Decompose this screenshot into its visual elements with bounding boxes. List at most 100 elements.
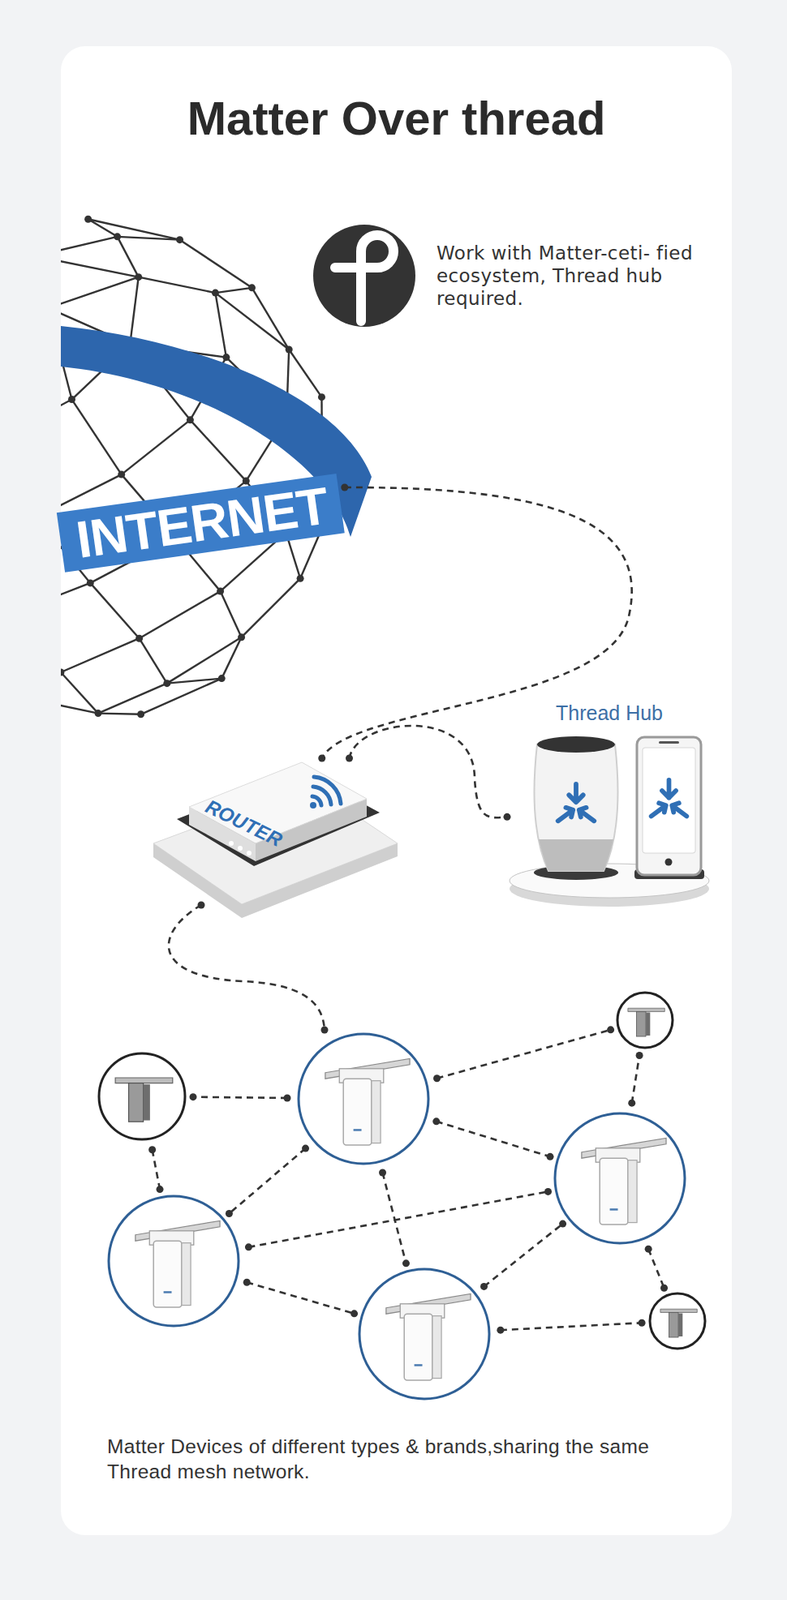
- matter-logo: [558, 784, 594, 822]
- lattice-node: [94, 709, 102, 718]
- connector-line: [349, 726, 508, 818]
- link-dot: [156, 1186, 164, 1194]
- lattice-line: [60, 277, 139, 309]
- note-text: Work with Matter-ceti- fied ecosystem, T…: [436, 241, 717, 310]
- node-label: Thread Hub: [507, 696, 712, 726]
- mesh-link: [248, 1191, 548, 1248]
- link-dot: [546, 1153, 555, 1162]
- node-label: ROUTER: [202, 795, 286, 852]
- lattice-node: [176, 236, 184, 244]
- mesh-link: [437, 1030, 611, 1080]
- device-circle: [108, 1196, 239, 1327]
- caption: Matter Devices of different types & bran…: [107, 1434, 692, 1485]
- link-dot: [503, 813, 512, 822]
- link-dot: [378, 1169, 387, 1178]
- device-circle: [359, 1269, 490, 1400]
- wifi-symbol: [312, 777, 341, 806]
- lattice-node: [117, 471, 125, 479]
- dashed-connector: [345, 726, 512, 822]
- lattice-node: [218, 675, 226, 683]
- link-dot: [402, 1260, 410, 1268]
- lattice-node: [134, 273, 142, 281]
- lattice-line: [189, 420, 246, 482]
- router-box: ROUTER: [184, 758, 368, 844]
- curtain-motor: [325, 1058, 410, 1146]
- lattice-node: [60, 668, 65, 676]
- link-dot: [638, 1320, 646, 1328]
- lattice-node: [216, 588, 224, 596]
- smart-speaker: [533, 744, 618, 872]
- lattice-node: [68, 395, 76, 404]
- link-dot: [660, 1285, 668, 1293]
- lattice-node: [296, 575, 305, 583]
- link-dot: [301, 1145, 310, 1153]
- curtain-motor: [386, 1294, 471, 1381]
- phone-speaker: [658, 741, 680, 744]
- lattice-node: [211, 289, 220, 297]
- globe-lattice: [60, 215, 333, 719]
- mesh-link: [246, 1282, 354, 1315]
- link-dot: [636, 1052, 644, 1060]
- mesh-link: [168, 905, 325, 1031]
- link-dot: [148, 1146, 156, 1154]
- link-dot: [606, 1026, 615, 1034]
- lattice-node: [318, 393, 326, 401]
- lattice-line: [138, 277, 216, 293]
- wifi-dot: [309, 802, 317, 809]
- lattice-node: [222, 353, 230, 362]
- lattice-node: [248, 283, 256, 292]
- link-dot: [433, 1075, 441, 1083]
- lattice-line: [141, 679, 223, 715]
- device-circle: [617, 993, 673, 1049]
- lattice-line: [60, 638, 140, 673]
- curtain-motor: [627, 1008, 665, 1037]
- lattice-line: [98, 713, 142, 715]
- matter-logo: [651, 780, 688, 818]
- lattice-line: [167, 637, 242, 684]
- lattice-line: [139, 638, 168, 684]
- lattice-line: [88, 219, 181, 240]
- mesh-link: [632, 1055, 640, 1104]
- phone-button: [665, 859, 673, 867]
- lattice-line: [215, 292, 226, 358]
- link-dot: [645, 1246, 653, 1254]
- thread-hub: Thread Hub: [507, 696, 712, 909]
- lattice-line: [221, 637, 241, 680]
- router-illustration: [153, 762, 398, 919]
- mesh-link: [484, 1224, 564, 1287]
- phone-screen: [642, 748, 696, 854]
- lattice-line: [60, 399, 72, 443]
- link-dot: [544, 1188, 552, 1196]
- lattice-line: [288, 349, 322, 398]
- lattice-line: [90, 583, 139, 639]
- mesh-link: [648, 1249, 664, 1289]
- curtain-motor: [135, 1221, 220, 1308]
- link-dot: [318, 755, 326, 763]
- mesh-link: [228, 1148, 306, 1214]
- lattice-node: [285, 346, 293, 354]
- lattice-line: [60, 256, 139, 278]
- lattice-node: [135, 635, 143, 643]
- curtain-motor: [115, 1078, 173, 1123]
- link-dot: [559, 1221, 567, 1229]
- link-dot: [627, 1100, 636, 1108]
- lattice-node: [137, 710, 145, 719]
- lattice-line: [215, 288, 252, 293]
- mesh-link: [382, 1173, 407, 1265]
- link-dot: [197, 902, 206, 910]
- lattice-line: [139, 591, 221, 639]
- link-dot: [243, 1279, 251, 1287]
- lattice-line: [60, 694, 99, 714]
- lattice-node: [237, 633, 246, 641]
- lattice-line: [241, 578, 302, 638]
- curtain-motor: [581, 1138, 667, 1226]
- device-circle: [298, 1034, 429, 1165]
- lattice-line: [180, 240, 253, 289]
- lattice-node: [113, 232, 121, 241]
- thread-mesh: [98, 993, 706, 1400]
- link-dot: [480, 1283, 488, 1291]
- lattice-line: [60, 583, 91, 616]
- link-dot: [432, 1118, 440, 1126]
